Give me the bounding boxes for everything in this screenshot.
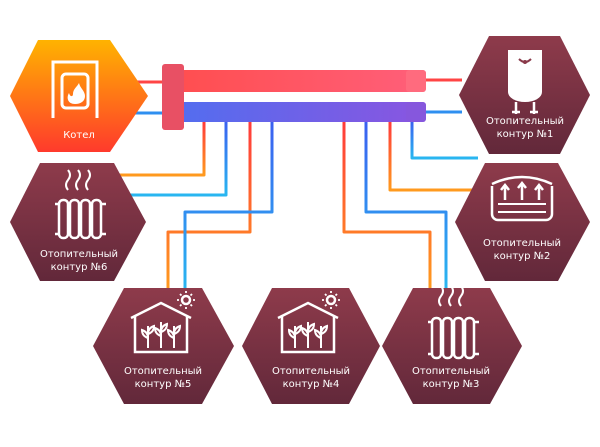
pipe-supply-c3 bbox=[342, 122, 432, 288]
circuit-4-label-line1: Отопительный bbox=[272, 366, 350, 377]
circuit-3-label-line2: контур №3 bbox=[423, 379, 480, 390]
pipe-return-c5 bbox=[183, 120, 274, 290]
pipe-supply-c6 bbox=[118, 122, 206, 177]
manifold-right-cap-bottom bbox=[406, 102, 426, 122]
pipe-return-c3 bbox=[364, 120, 448, 288]
circuit-5-hexagon bbox=[93, 288, 234, 404]
floor-heating-icon bbox=[490, 175, 554, 222]
circuit-5-label-line1: Отопительный bbox=[124, 366, 202, 377]
radiator-icon bbox=[428, 285, 479, 360]
greenhouse-icon bbox=[277, 291, 340, 354]
circuit-5-node: Отопительный контур №5 bbox=[93, 288, 234, 404]
circuit-2-label-line2: контур №2 bbox=[494, 251, 551, 262]
supply-manifold bbox=[162, 70, 426, 92]
pipe-supply-c2 bbox=[388, 122, 478, 192]
circuit-4-label-line2: контур №4 bbox=[283, 379, 340, 390]
pipe-return-c6 bbox=[118, 120, 228, 197]
circuit-1-label-line2: контур №1 bbox=[497, 129, 554, 140]
water-heater-icon bbox=[508, 50, 542, 114]
circuit-5-label-line2: контур №5 bbox=[135, 379, 192, 390]
circuit-1-node: Отопительный контур №1 bbox=[459, 36, 590, 154]
circuit-1-label-line1: Отопительный bbox=[486, 116, 564, 127]
return-manifold bbox=[162, 102, 426, 122]
circuit-6-label-line1: Отопительный bbox=[40, 249, 118, 260]
boiler-flame-icon bbox=[51, 60, 99, 118]
greenhouse-icon bbox=[130, 291, 195, 354]
manifold-end-cap bbox=[162, 64, 184, 130]
circuit-4-node: Отопительный контур №4 bbox=[242, 288, 380, 404]
pipe-supply-c5 bbox=[166, 122, 252, 290]
circuit-3-node: Отопительный контур №3 bbox=[382, 285, 522, 404]
circuit-4-hexagon bbox=[242, 288, 380, 404]
boiler-node: Котел bbox=[10, 40, 148, 152]
circuit-2-node: Отопительный контур №2 bbox=[455, 163, 590, 281]
circuit-2-label-line1: Отопительный bbox=[483, 238, 561, 249]
circuit-2-hexagon bbox=[455, 163, 590, 281]
manifold-right-cap-top bbox=[406, 70, 426, 92]
manifold bbox=[162, 64, 426, 130]
pipes bbox=[118, 78, 478, 290]
circuit-6-label-line2: контур №6 bbox=[51, 262, 108, 273]
radiator-icon bbox=[55, 169, 106, 240]
circuit-3-label-line1: Отопительный bbox=[412, 366, 490, 377]
circuit-6-node: Отопительный контур №6 bbox=[10, 163, 146, 281]
boiler-label: Котел bbox=[63, 130, 95, 141]
pipe-return-c2 bbox=[410, 120, 478, 160]
